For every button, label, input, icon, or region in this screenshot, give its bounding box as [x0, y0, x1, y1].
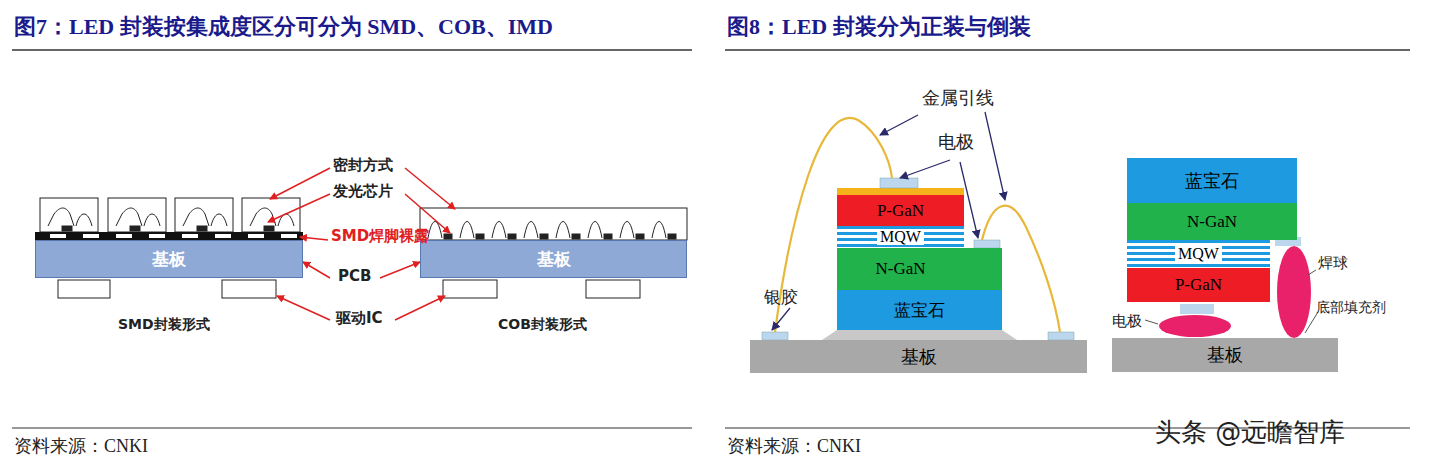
callout-label: SMD焊脚裸露	[331, 227, 429, 245]
layer-text: 基板	[901, 345, 937, 369]
layer-text: P-GaN	[877, 201, 924, 221]
mqw-layer: MQW	[1127, 240, 1270, 268]
substrate-band: 基板	[35, 240, 303, 278]
callout-label: 驱动IC	[336, 309, 383, 327]
part-label: 焊球	[1318, 254, 1348, 272]
watermark: 头条 @远瞻智库	[1155, 417, 1345, 448]
callout-label: 发光芯片	[333, 182, 393, 200]
layer-text: 蓝宝石	[894, 299, 945, 322]
figure-title: 图8：LED 封装分为正装与倒装	[727, 14, 1031, 40]
part-label: 底部填充剂	[1316, 300, 1386, 317]
part-label: 银胶	[764, 288, 798, 308]
layer-text: MQW	[877, 229, 924, 245]
part-label: 金属引线	[922, 88, 994, 110]
callout-label: 密封方式	[333, 156, 393, 174]
substrate-band: 基板	[1112, 338, 1338, 372]
layer-text: N-GaN	[875, 259, 925, 279]
callout-label: PCB	[338, 267, 371, 285]
figure-title: 图7：LED 封装按集成度区分可分为 SMD、COB、IMD	[14, 14, 553, 40]
source-note: 资料来源：CNKI	[727, 436, 861, 458]
layer-text: 基板	[1207, 343, 1243, 367]
sapphire-layer: 蓝宝石	[837, 290, 1002, 330]
part-label: 电极	[938, 132, 974, 154]
p-gan-layer: P-GaN	[837, 195, 964, 226]
caption-label: COB封装形式	[498, 316, 587, 333]
caption-label: SMD封装形式	[118, 316, 210, 333]
layer-text: P-GaN	[1175, 275, 1222, 295]
layer-text: 基板	[537, 248, 571, 271]
substrate-band: 基板	[750, 340, 1087, 373]
source-note: 资料来源：CNKI	[14, 436, 148, 458]
layer-text: 蓝宝石	[1185, 169, 1239, 193]
substrate-band: 基板	[420, 240, 687, 278]
layer-text: 基板	[152, 248, 186, 271]
layer-text: MQW	[1175, 246, 1222, 262]
n-gan-layer: N-GaN	[837, 248, 1002, 290]
part-label: 电极	[1112, 312, 1142, 330]
p-gan-layer: P-GaN	[1127, 268, 1270, 302]
mqw-layer: MQW	[837, 226, 964, 248]
sapphire-layer: 蓝宝石	[1127, 158, 1297, 203]
n-gan-layer: N-GaN	[1127, 203, 1297, 240]
layer-text: N-GaN	[1187, 212, 1237, 232]
